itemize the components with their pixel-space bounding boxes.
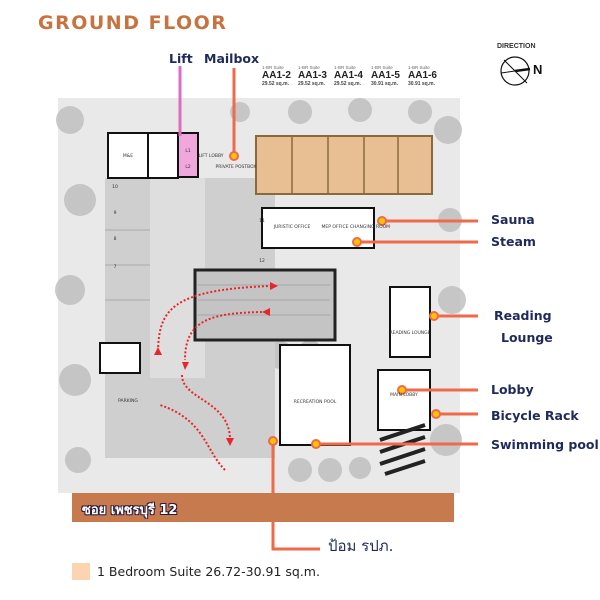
plan-label-lobby: MAIN LOBBY [390,392,418,398]
suite-code: AA1-6 [408,70,437,81]
direction-label: DIRECTION [497,43,536,50]
steam-label: Steam [491,234,536,249]
ramp-structure [193,268,337,342]
suite-type: 1-BR Suite [334,65,356,70]
plan-label-lift-lobby: LIFT LOBBY [198,153,223,159]
suite-code: AA1-5 [371,70,400,81]
swimming-pool-label: Swimming pool [491,437,599,452]
suite-area: 30.91 sq.m. [408,81,435,87]
plan-label-changing: CHANGING ROOM [350,224,390,230]
me-room [107,132,179,179]
bicycle-rack-label: Bicycle Rack [491,408,579,423]
road-bar [72,493,454,522]
pool-room [279,344,351,446]
plan-label-reading: READING LOUNGE [389,330,430,336]
suite-code: AA1-4 [334,70,363,81]
suite-area: 29.52 sq.m. [262,81,289,87]
lobby-label: Lobby [491,382,534,397]
trees [55,98,466,482]
suite-type: 1-BR Suite [298,65,320,70]
lounge-label: Lounge [501,330,553,345]
sauna-label: Sauna [491,212,535,227]
stair-core [99,342,141,374]
suite-type: 1-BR Suite [371,65,393,70]
plan-label-stall-12: 12 [259,258,265,264]
traffic-arrows [157,285,271,471]
plan-label-l1: L1 [185,148,191,154]
compass-icon [500,56,531,86]
plan-label-parking: PARKING [118,398,138,404]
suite-area: 30.91 sq.m. [371,81,398,87]
plan-label-stall-8: 8 [114,236,117,242]
plan-label-l2: L2 [185,164,191,170]
plan-label-juristic: JURISTIC OFFICE [273,224,311,230]
plan-label-stall-9: 9 [114,210,117,216]
suite-area: 29.52 sq.m. [334,81,361,87]
plan-label-stall-10: 10 [112,184,118,190]
lift-label: Lift [169,51,193,66]
road-label: ซอย เพชรบุรี 12 [82,503,178,518]
guard-house-label: ป้อม รปภ. [328,537,394,555]
reading-label: Reading [494,308,552,323]
lobby-room [377,369,431,431]
suite-block [255,135,433,195]
plan-label-stall-7: 7 [114,264,117,270]
lift-shaft [177,132,199,178]
plan-label-mep: MEP OFFICE [322,224,349,230]
page-title: GROUND FLOOR [38,12,228,34]
suite-type: 1-BR Suite [408,65,430,70]
mailbox-label: Mailbox [204,51,260,66]
plan-label-me: M&E [123,153,133,159]
suite-code: AA1-2 [262,70,291,81]
north-label: N [533,62,543,77]
legend-swatch [72,563,90,580]
suite-area: 29.52 sq.m. [298,81,325,87]
legend-label: 1 Bedroom Suite 26.72-30.91 sq.m. [97,564,320,579]
plan-label-pool: RECREATION POOL [294,399,337,405]
callout-lines [232,68,478,551]
plan-label-stall-11: 11 [259,218,265,224]
suite-code: AA1-3 [298,70,327,81]
reading-lounge-room [389,286,431,358]
callout-dots [229,151,441,449]
suite-type: 1-BR Suite [262,65,284,70]
plan-label-postbox: PRIVATE POSTBOX [216,164,257,170]
